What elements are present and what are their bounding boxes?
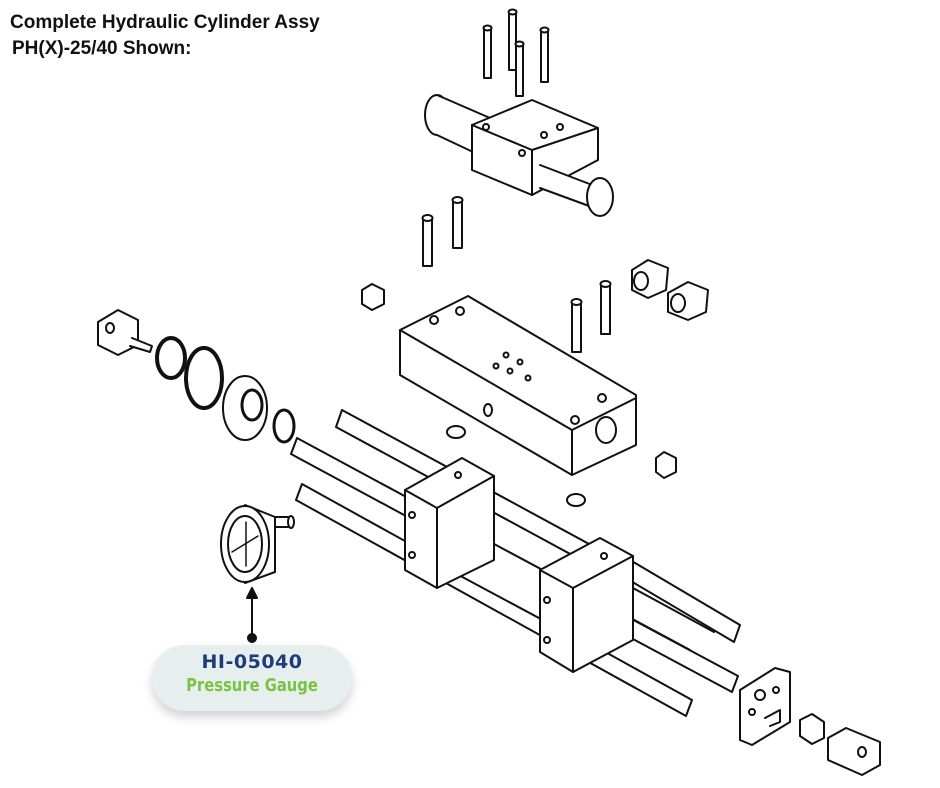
mounting-plate [739,667,791,746]
rod-clevis-left [97,309,153,356]
part-number: HI-05040 [201,651,303,673]
part-name: Pressure Gauge [186,675,318,696]
washer [155,336,187,380]
hydraulic-fittings [361,259,709,479]
manifold-bolts [421,196,612,353]
title-line-1: Complete Hydraulic Cylinder Assy [10,12,320,33]
directional-valve [424,94,614,217]
diagram-title: Complete Hydraulic Cylinder Assy PH(X)-2… [10,10,320,62]
port-o-ring [566,493,586,507]
rod-clevis-right [799,713,881,776]
valve-bolts [482,8,550,97]
title-line-2: PH(X)-25/40 Shown: [12,38,192,59]
callout-leader [246,587,258,643]
rod-seal [222,375,268,441]
cylinder-end-caps [404,457,634,673]
o-ring-large [184,346,224,410]
o-ring-small [272,408,296,444]
pressure-gauge [220,504,295,584]
part-callout: HI-05040 Pressure Gauge [152,645,352,711]
manifold-block [399,295,637,476]
manifold-o-ring [446,425,466,439]
